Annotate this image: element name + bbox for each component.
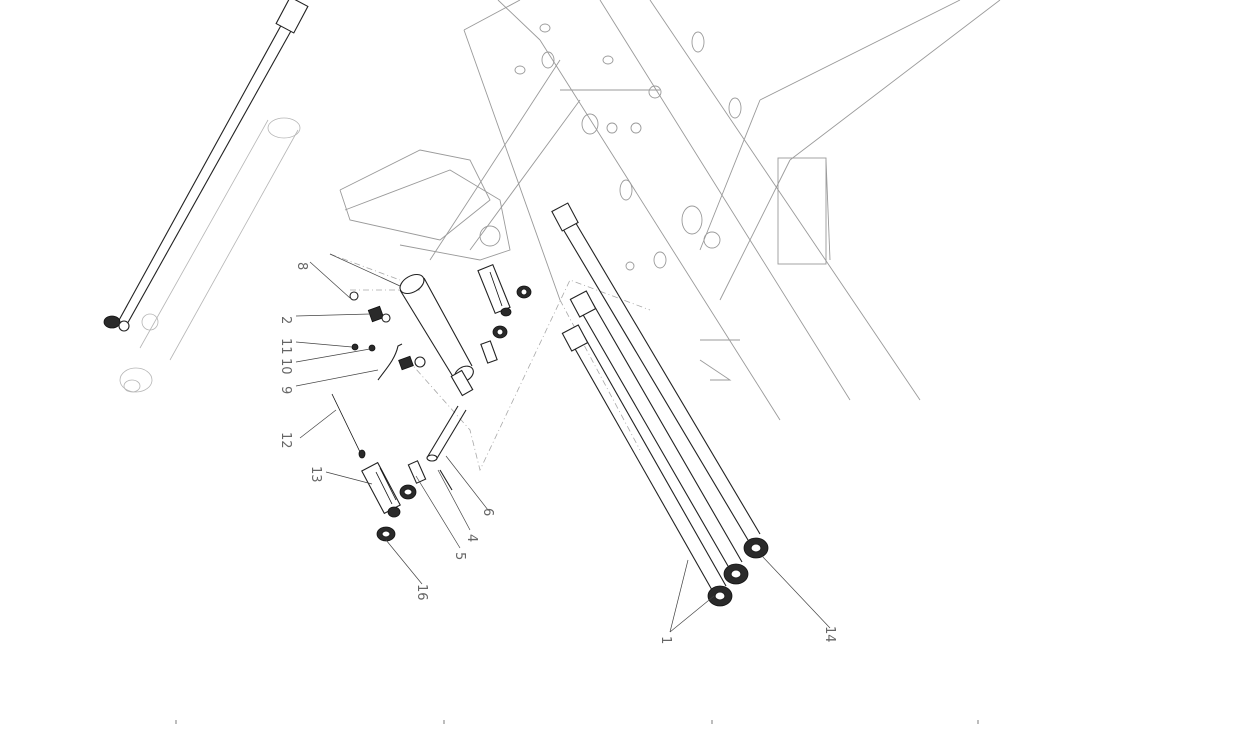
callout-11: 11 (278, 338, 293, 355)
callout-labels: 8 2 11 10 9 12 13 16 5 4 6 1 14 (278, 262, 837, 644)
callout-13: 13 (308, 466, 323, 483)
callout-8: 8 (294, 262, 309, 270)
gas-struts (551, 202, 769, 607)
callout-9: 9 (278, 386, 293, 394)
bottom-ticks (175, 720, 979, 724)
ghost-cylinder-left (103, 0, 309, 393)
callout-1: 1 (658, 636, 673, 644)
callout-14: 14 (822, 626, 837, 643)
cylinder-assembly (399, 273, 474, 397)
center-lines (329, 253, 651, 472)
main-frame (339, 0, 1001, 421)
small-parts (331, 263, 532, 542)
callout-6: 6 (480, 508, 495, 516)
leader-lines (295, 253, 831, 633)
callout-12: 12 (278, 432, 293, 449)
callout-16: 16 (414, 584, 429, 601)
callout-2: 2 (278, 316, 293, 324)
callout-5: 5 (452, 552, 467, 560)
callout-4: 4 (464, 534, 479, 542)
callout-10: 10 (278, 358, 293, 375)
